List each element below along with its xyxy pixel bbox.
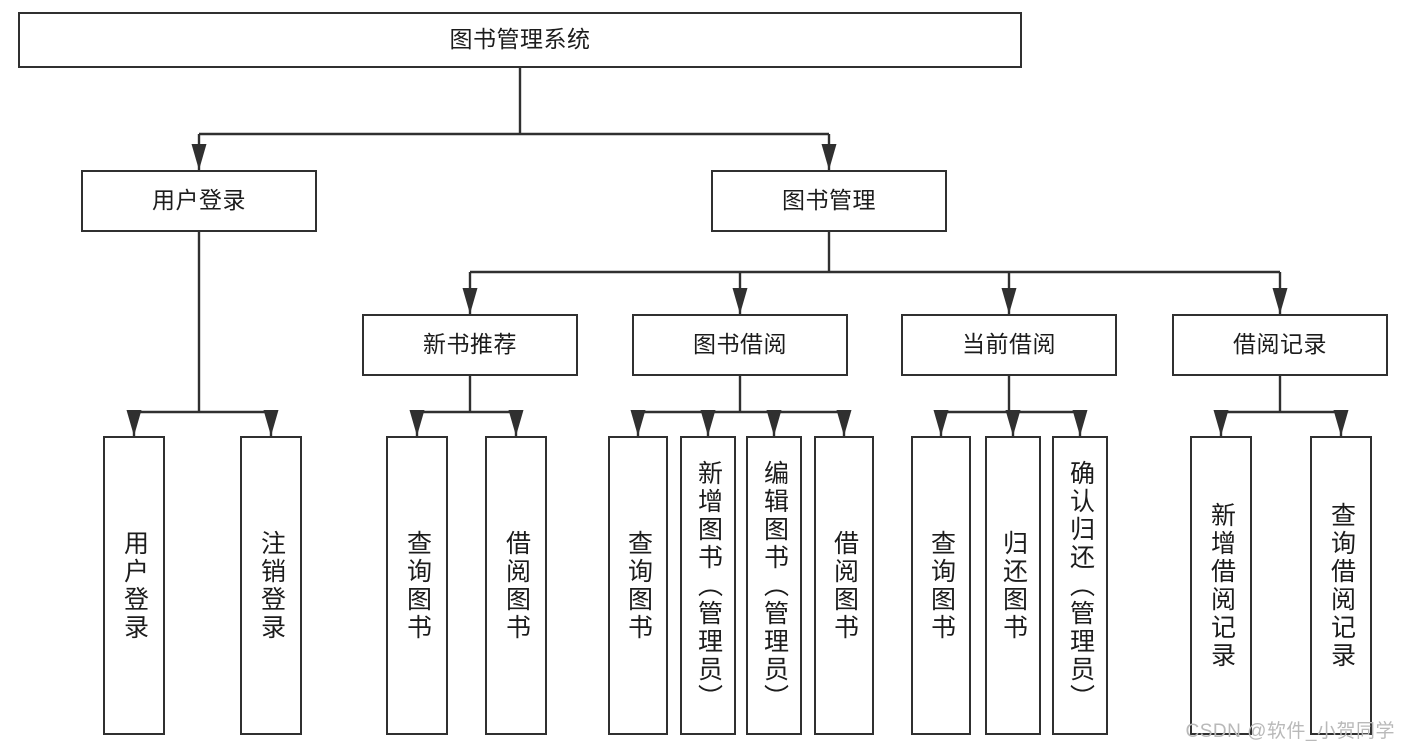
node-label: 图书管理 (782, 187, 876, 214)
node-bookmgmt[interactable]: 图书管理 (711, 170, 947, 232)
node-label: 查询图书 (624, 529, 653, 642)
node-leaf-5[interactable]: 查询图书 (608, 436, 668, 735)
node-newbook[interactable]: 新书推荐 (362, 314, 578, 376)
node-leaf-9[interactable]: 查询图书 (911, 436, 971, 735)
node-leaf-10[interactable]: 归还图书 (985, 436, 1041, 735)
node-label: 图书管理系统 (449, 26, 591, 53)
node-label: 借阅记录 (1233, 331, 1327, 358)
node-label: 注销登录 (257, 529, 286, 642)
node-leaf-6[interactable]: 新增图书（管理员） (680, 436, 736, 735)
arrow-head-icon-leaf-6 (700, 410, 716, 436)
node-leaf-11[interactable]: 确认归还（管理员） (1052, 436, 1108, 735)
node-borrow[interactable]: 图书借阅 (632, 314, 848, 376)
arrow-head-icon-leaf-1 (126, 410, 142, 436)
node-label: 确认归还（管理员） (1066, 459, 1095, 712)
node-label: 新增借阅记录 (1207, 501, 1236, 670)
arrow-head-icon-bookmgmt (821, 144, 837, 170)
node-label: 当前借阅 (962, 331, 1056, 358)
arrow-head-icon-leaf-8 (836, 410, 852, 436)
watermark-text: CSDN @软件_小贺同学 (1185, 721, 1395, 742)
arrow-head-icon-leaf-3 (409, 410, 425, 436)
node-leaf-7[interactable]: 编辑图书（管理员） (746, 436, 802, 735)
node-label: 图书借阅 (693, 331, 787, 358)
node-label: 查询借阅记录 (1327, 501, 1356, 670)
arrow-head-icon-leaf-7 (766, 410, 782, 436)
node-label: 用户登录 (152, 187, 246, 214)
node-root[interactable]: 图书管理系统 (18, 12, 1022, 68)
arrow-head-icon-leaf-9 (933, 410, 949, 436)
node-label: 新增图书（管理员） (694, 459, 723, 712)
node-leaf-1[interactable]: 用户登录 (103, 436, 165, 735)
node-label: 借阅图书 (502, 529, 531, 642)
node-leaf-8[interactable]: 借阅图书 (814, 436, 874, 735)
node-leaf-2[interactable]: 注销登录 (240, 436, 302, 735)
node-label: 借阅图书 (830, 529, 859, 642)
node-current[interactable]: 当前借阅 (901, 314, 1117, 376)
node-leaf-4[interactable]: 借阅图书 (485, 436, 547, 735)
arrow-head-icon-leaf-10 (1005, 410, 1021, 436)
node-label: 查询图书 (403, 529, 432, 642)
arrow-head-icon-leaf-5 (630, 410, 646, 436)
arrow-head-icon-leaf-13 (1333, 410, 1349, 436)
arrow-head-icon-current (1001, 288, 1017, 314)
node-login[interactable]: 用户登录 (81, 170, 317, 232)
arrow-head-icon-leaf-11 (1072, 410, 1088, 436)
arrow-head-icon-borrow (732, 288, 748, 314)
node-records[interactable]: 借阅记录 (1172, 314, 1388, 376)
node-label: 归还图书 (999, 529, 1028, 642)
arrow-head-icon-leaf-4 (508, 410, 524, 436)
node-leaf-12[interactable]: 新增借阅记录 (1190, 436, 1252, 735)
node-label: 查询图书 (927, 529, 956, 642)
node-leaf-3[interactable]: 查询图书 (386, 436, 448, 735)
arrow-head-icon-records (1272, 288, 1288, 314)
arrow-head-icon-leaf-2 (263, 410, 279, 436)
node-leaf-13[interactable]: 查询借阅记录 (1310, 436, 1372, 735)
node-label: 用户登录 (120, 529, 149, 642)
arrow-head-icon-login (191, 144, 207, 170)
node-label: 新书推荐 (423, 331, 517, 358)
arrow-head-icon-leaf-12 (1213, 410, 1229, 436)
node-label: 编辑图书（管理员） (760, 459, 789, 712)
arrow-head-icon-newbook (462, 288, 478, 314)
